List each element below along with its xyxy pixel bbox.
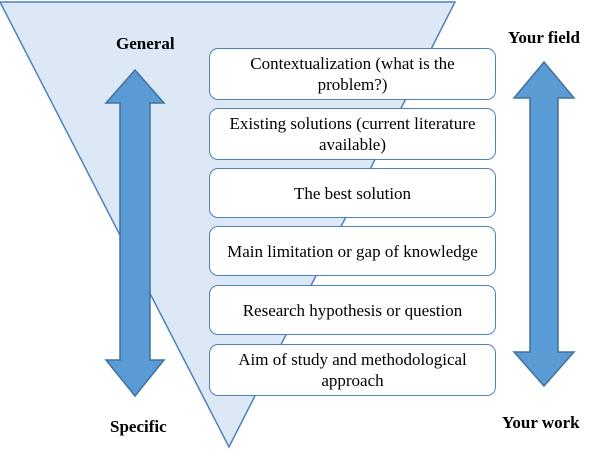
step-contextualization: Contextualization (what is the problem?) — [209, 48, 496, 100]
right-double-arrow — [512, 60, 576, 388]
step-main-limitation: Main limitation or gap of knowledge — [209, 226, 496, 276]
your-work-label: Your work — [502, 413, 580, 432]
specific-label: Specific — [110, 417, 167, 436]
left-double-arrow — [104, 68, 166, 398]
step-existing-solutions: Existing solutions (current literature a… — [209, 108, 496, 160]
step-best-solution: The best solution — [209, 168, 496, 218]
general-label: General — [116, 34, 175, 53]
step-aim-of-study: Aim of study and methodological approach — [209, 344, 496, 396]
your-field-label: Your field — [508, 28, 580, 47]
step-research-hypothesis: Research hypothesis or question — [209, 285, 496, 335]
